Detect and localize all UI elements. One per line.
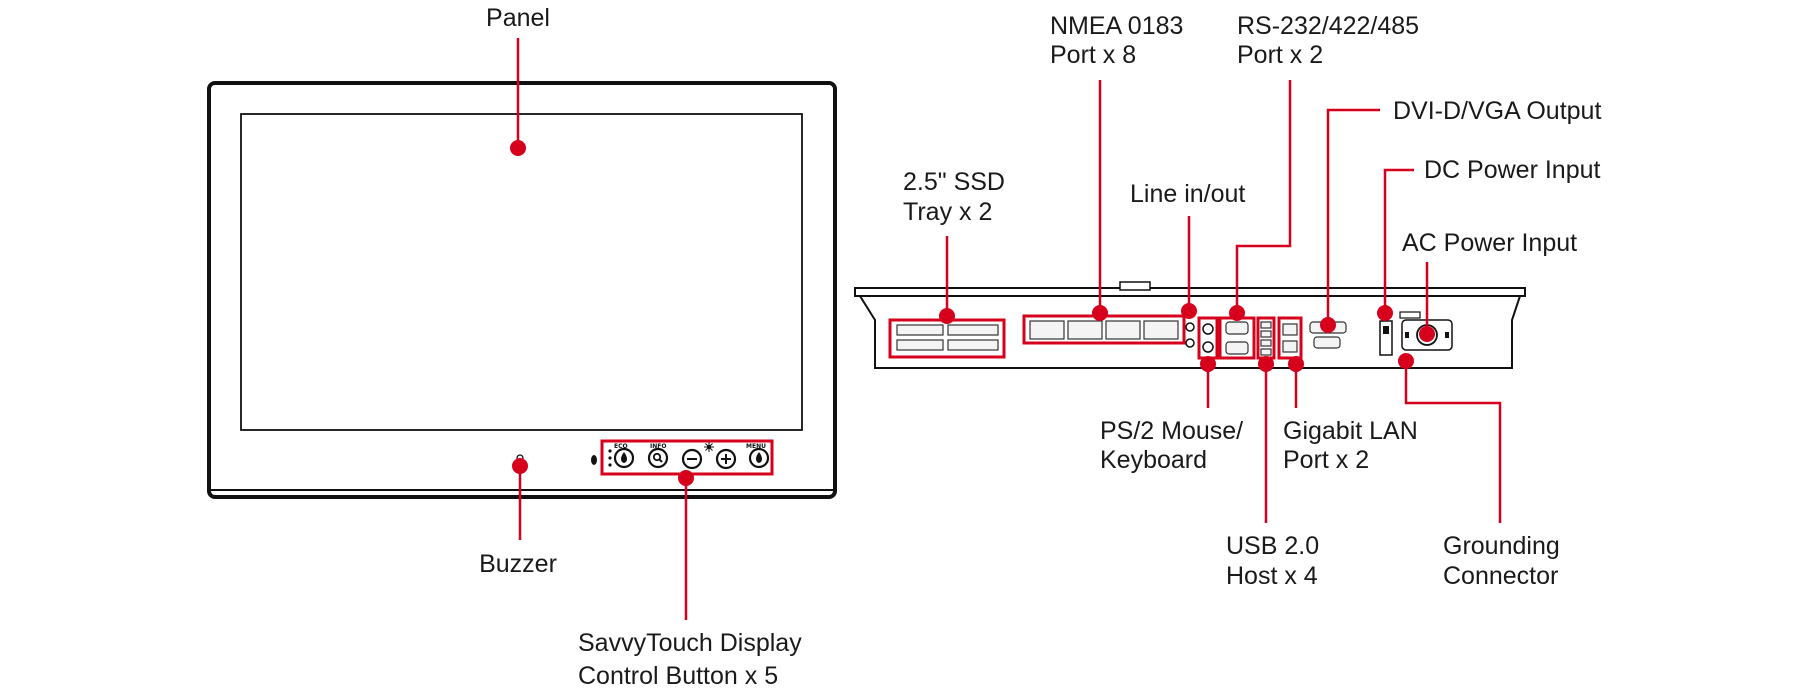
grounding-label-line1: Grounding (1443, 532, 1560, 560)
dvi-label: DVI-D/VGA Output (1393, 97, 1601, 125)
control-button-minus[interactable] (681, 448, 703, 470)
dc-power-callout: DC Power Input (1377, 156, 1601, 321)
info-button-caption: INFO (650, 443, 666, 450)
chassis-body (858, 295, 1522, 369)
status-led-dots (608, 449, 612, 467)
ac-power-label: AC Power Input (1402, 229, 1577, 257)
grounding-label-line2: Connector (1443, 562, 1558, 590)
buzzer-label: Buzzer (479, 550, 557, 578)
panel-label: Panel (486, 4, 550, 32)
audio-jacks (1185, 322, 1195, 348)
lan-label-line2: Port x 2 (1283, 446, 1369, 474)
panel-callout: Panel (486, 4, 550, 156)
line-inout-callout: Line in/out (1130, 180, 1245, 319)
grounding-callout: Grounding Connector (1398, 353, 1560, 590)
info-icon (652, 452, 663, 463)
dc-power-port (1379, 320, 1393, 356)
ps2-label-line2: Keyboard (1100, 446, 1207, 474)
ps2-callout: PS/2 Mouse/ Keyboard (1100, 356, 1243, 474)
ssd-tray-bay (888, 318, 1006, 359)
ssd-label-line1: 2.5" SSD (903, 168, 1005, 196)
nmea-callout: NMEA 0183 Port x 8 (1050, 12, 1183, 321)
usb-label-line2: Host x 4 (1226, 562, 1318, 590)
control-button-info[interactable]: INFO (647, 443, 669, 469)
buzzer-callout: Buzzer (479, 458, 557, 578)
nmea-label-line1: NMEA 0183 (1050, 12, 1183, 40)
lan-ports (1277, 316, 1303, 360)
nmea-label-line2: Port x 8 (1050, 41, 1136, 69)
line-inout-label: Line in/out (1130, 180, 1245, 208)
usb-callout: USB 2.0 Host x 4 (1226, 356, 1319, 590)
brightness-icon (704, 442, 714, 452)
usb-label-line1: USB 2.0 (1226, 532, 1319, 560)
eco-button-caption: ECO (614, 443, 628, 450)
control-button-eco[interactable]: ECO (613, 443, 635, 469)
ps2-label-line1: PS/2 Mouse/ (1100, 417, 1243, 445)
control-buttons-callout: SavvyTouch Display Control Button x 5 (578, 470, 802, 690)
dvi-callout: DVI-D/VGA Output (1320, 97, 1601, 333)
control-buttons-label-line1: SavvyTouch Display (578, 629, 802, 657)
control-button-plus[interactable] (715, 448, 737, 470)
control-buttons-label-line2: Control Button x 5 (578, 662, 778, 690)
nmea-port-bank (1022, 314, 1186, 345)
ssd-label-line2: Tray x 2 (903, 198, 992, 226)
rs232-label-line2: Port x 2 (1237, 41, 1323, 69)
menu-button-caption: MENU (746, 443, 766, 450)
chassis-top-tab-2 (1399, 311, 1421, 319)
plus-icon (721, 454, 731, 464)
front-view: ECO INFO (207, 4, 837, 690)
eco-icon (621, 452, 627, 463)
display-screen (240, 113, 803, 431)
rs232-callout: RS-232/422/485 Port x 2 (1229, 12, 1419, 321)
rs232-ports (1218, 316, 1256, 360)
light-sensor (591, 455, 597, 465)
lan-callout: Gigabit LAN Port x 2 (1283, 356, 1418, 474)
control-button-menu[interactable]: MENU (746, 443, 770, 469)
rear-view: 2.5" SSD Tray x 2 NMEA 0183 Port x 8 Lin… (854, 12, 1601, 590)
ps2-ports (1197, 316, 1219, 360)
dc-power-label: DC Power Input (1424, 156, 1601, 184)
ac-power-callout: AC Power Input (1402, 229, 1577, 342)
menu-icon (756, 452, 762, 463)
chassis-top-tab (1119, 281, 1151, 291)
control-button-cluster: ECO INFO (600, 439, 774, 476)
ssd-callout: 2.5" SSD Tray x 2 (903, 168, 1005, 324)
rs232-label-line1: RS-232/422/485 (1237, 12, 1419, 40)
lan-label-line1: Gigabit LAN (1283, 417, 1418, 445)
